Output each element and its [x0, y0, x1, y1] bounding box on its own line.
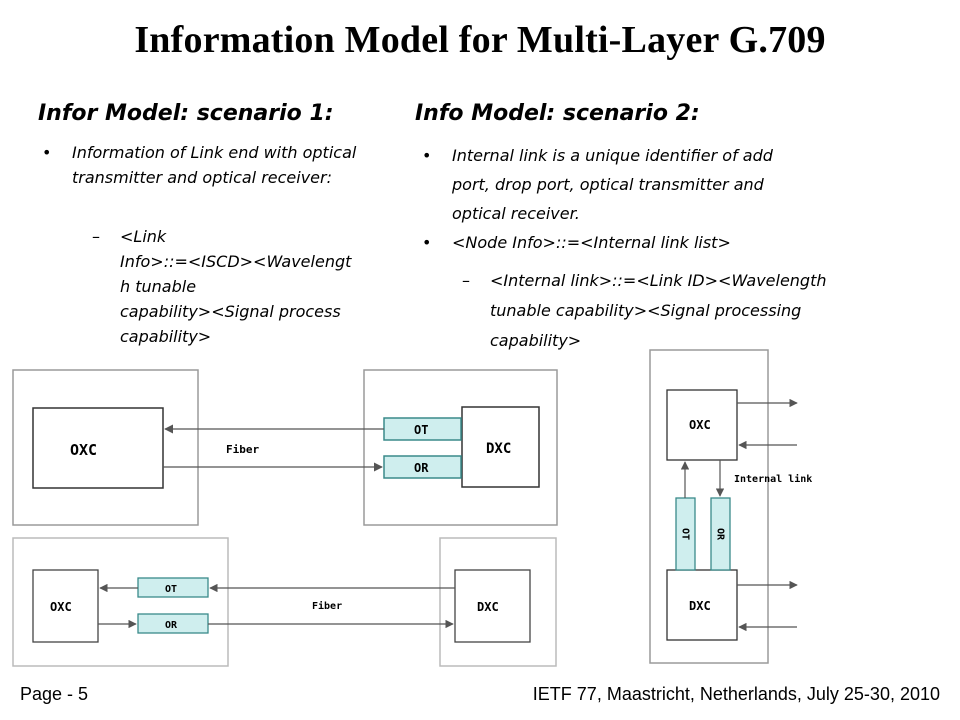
ot-label: OT: [414, 423, 428, 437]
scenario-2-sub-bullet: – <Internal link>::=<Link ID><Wavelength…: [462, 266, 890, 356]
bullet-dot-icon: •: [422, 233, 432, 252]
scenario-2-bullet-1: • Internal link is a unique identifier o…: [422, 141, 872, 228]
dxc-box: [666, 569, 738, 641]
oxc-box: [32, 407, 164, 489]
scenario-2-sub-line: <Internal link>::=<Link ID><Wavelength: [490, 271, 827, 290]
oxc-label: OXC: [50, 600, 72, 614]
dxc-label: DXC: [486, 441, 511, 457]
node-frame-left: [12, 537, 229, 667]
fiber-label: Fiber: [312, 600, 342, 612]
scenario-1-bullet-text: Information of Link end with optical tra…: [72, 143, 357, 187]
diagram-scenario-1a: OXC DXC OT OR Fiber: [12, 369, 558, 526]
ot-label: OT: [165, 584, 177, 595]
ot-label: OT: [680, 528, 691, 540]
scenario-2-bullet-1-line: optical receiver.: [452, 204, 580, 223]
fiber-label: Fiber: [226, 443, 259, 456]
slide-title: Information Model for Multi-Layer G.709: [134, 19, 826, 61]
scenario-2-bullet-2-text: <Node Info>::=<Internal link list>: [452, 233, 731, 252]
node-frame-right: [363, 369, 558, 526]
or-module: [383, 455, 462, 479]
scenario-1-sub-line: capability><Signal process: [120, 302, 341, 321]
scenario-1-sub-line: Info>::=<ISCD><Wavelengt: [120, 252, 352, 271]
node-frame: [649, 349, 769, 664]
scenario-1-sub-line: h tunable: [120, 277, 197, 296]
diagram-scenario-1b: OXC OT OR DXC Fiber: [12, 537, 557, 667]
oxc-label: OXC: [70, 441, 97, 459]
internal-link-label: Internal link: [734, 473, 812, 485]
scenario-2-bullet-1-line: port, drop port, optical transmitter and: [452, 175, 764, 194]
or-module: [710, 497, 731, 571]
node-frame-left: [12, 369, 199, 526]
node-frame-right: [439, 537, 557, 667]
diagram-scenario-2: OXC DXC OT OR Internal link: [649, 349, 812, 664]
oxc-label: OXC: [689, 418, 711, 432]
scenario-2-bullet-1-line: Internal link is a unique identifier of …: [452, 146, 773, 165]
page-number: Page - 5: [20, 684, 89, 704]
bullet-dot-icon: •: [42, 143, 52, 162]
oxc-box: [666, 389, 738, 461]
scenario-1-heading: Infor Model: scenario 1:: [38, 101, 334, 126]
scenario-1-sub-line: <Link: [120, 227, 167, 246]
scenario-1-bullet: • Information of Link end with optical t…: [42, 140, 382, 190]
oxc-box: [32, 569, 99, 643]
or-label: OR: [414, 461, 429, 475]
scenario-1-sub-bullet: – <Link Info>::=<ISCD><Wavelengt h tunab…: [92, 224, 390, 349]
dxc-box: [461, 406, 540, 488]
scenario-2-sub-line: capability>: [490, 331, 582, 350]
scenario-1-sub-line: capability>: [120, 327, 212, 346]
scenario-2-sub-line: tunable capability><Signal processing: [490, 301, 802, 320]
dxc-label: DXC: [477, 600, 499, 614]
dash-icon: –: [92, 227, 100, 246]
dxc-label: DXC: [689, 599, 711, 613]
or-label: OR: [715, 528, 726, 541]
footer-event: IETF 77, Maastricht, Netherlands, July 2…: [532, 684, 940, 704]
scenario-2-heading: Info Model: scenario 2:: [415, 101, 700, 126]
bullet-dot-icon: •: [422, 146, 432, 165]
or-label: OR: [165, 620, 178, 631]
scenario-2-bullet-2: • <Node Info>::=<Internal link list>: [422, 230, 872, 256]
dash-icon: –: [462, 271, 470, 290]
dxc-box: [454, 569, 531, 643]
